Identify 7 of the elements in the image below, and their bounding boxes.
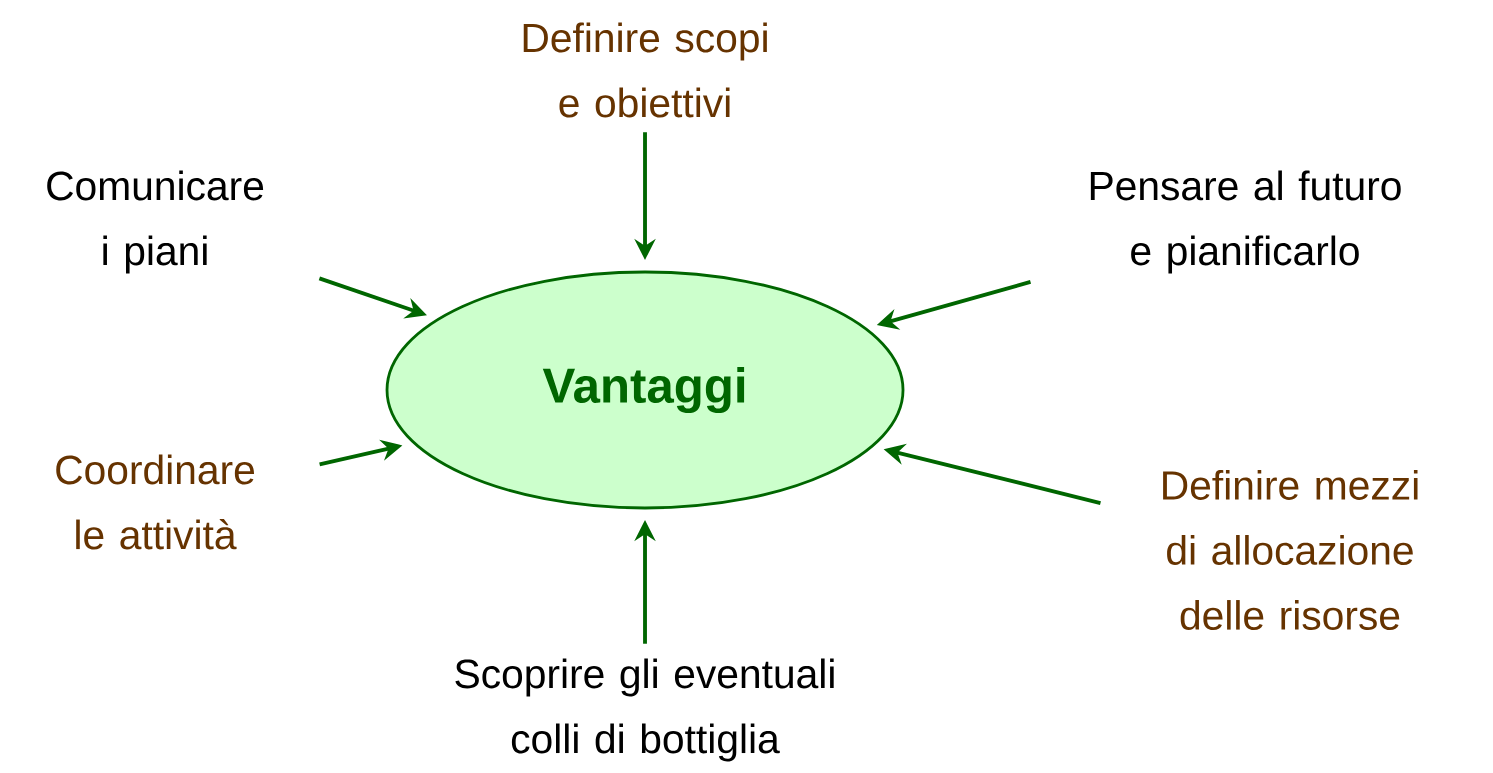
text-label: Comunicare i piani [47,170,264,274]
text-label: Definire mezzi di allocazione delle risorse [1163,470,1418,630]
ellipse-node: Vantaggi [385,270,905,510]
text-label: Definire scopi e obiettivi [523,22,767,118]
text-label: Scoprire gli eventuali colli di bottiglia [455,658,834,762]
text-label: Coordinare le attività [56,454,255,550]
text-label: Pensare al futuro e pianificarlo [1090,170,1401,274]
